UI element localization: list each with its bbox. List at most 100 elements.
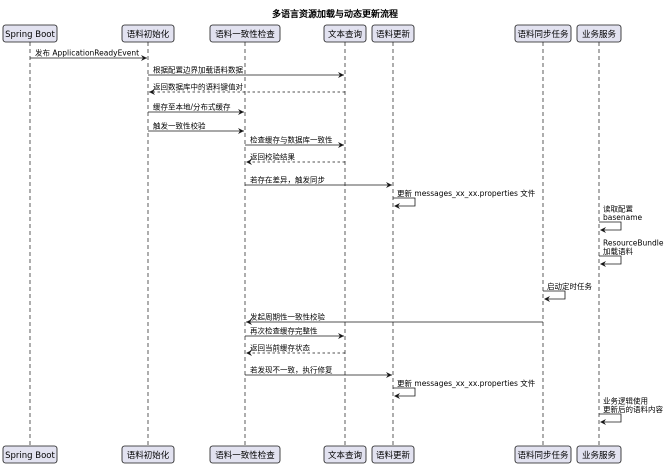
arrow-head [394, 393, 400, 399]
message-label-line: 更新 messages_xx_xx.properties 文件 [397, 378, 536, 388]
participant-label: 文本查询 [328, 450, 362, 461]
message-label: 若存在差异，触发同步 [250, 175, 325, 185]
message-label: 更新 messages_xx_xx.properties 文件 [397, 188, 536, 198]
message-label: 更新 messages_xx_xx.properties 文件 [397, 378, 536, 388]
self-call-line [599, 221, 622, 231]
participant-spring-bottom: Spring Boot [2, 445, 58, 464]
participant-spring-top: Spring Boot [2, 24, 58, 43]
arrow-head [246, 319, 252, 325]
participant-box [323, 445, 367, 464]
participant-label: 业务服务 [582, 29, 617, 40]
diagram-title: 多语言资源加载与动态更新流程 [272, 8, 398, 20]
message-9: 更新 messages_xx_xx.properties 文件 [393, 188, 536, 209]
participant-box [209, 445, 281, 464]
messages: 发布 ApplicationReadyEvent 根据配置边界加载语料数据返回数据… [30, 48, 664, 425]
participant-sync-bottom: 语料同步任务 [514, 445, 572, 464]
participant-biz-bottom: 业务服务 [576, 445, 622, 464]
arrow-head [386, 372, 392, 378]
message-label: 根据配置边界加载语料数据 [153, 65, 243, 75]
arrow-head [141, 55, 147, 61]
message-label: 检查缓存与数据库一致性 [250, 135, 333, 145]
message-label-line: 读取配置 [603, 203, 633, 213]
self-call-line [393, 197, 416, 207]
message-12: 启动定时任务 [543, 281, 592, 302]
participant-box [121, 24, 175, 43]
message-label-line: 更新 messages_xx_xx.properties 文件 [397, 188, 536, 198]
participant-label: Spring Boot [5, 451, 55, 461]
participant-box [371, 24, 415, 43]
message-5: 触发一致性校验 [148, 121, 244, 134]
participant-box [514, 24, 572, 43]
message-label: 发布 ApplicationReadyEvent [35, 48, 139, 58]
message-4: 缓存至本地/分布式缓存 [148, 102, 244, 115]
message-label: 触发一致性校验 [153, 121, 206, 131]
participant-biz-top: 业务服务 [576, 24, 622, 43]
message-label: 返回校验结果 [250, 152, 295, 162]
arrow-head [394, 203, 400, 209]
participant-label: 语料同步任务 [517, 29, 569, 40]
message-7: 返回校验结果 [246, 152, 345, 165]
participant-label: 语料初始化 [127, 450, 170, 461]
message-label: 再次检查缓存完整性 [250, 326, 318, 336]
participant-label: 语料一致性检查 [215, 450, 275, 461]
message-2: 根据配置边界加载语料数据 [148, 65, 344, 78]
participant-box [514, 445, 572, 464]
arrow-head [600, 227, 606, 233]
arrow-head [338, 333, 344, 339]
message-label-line: basename [603, 213, 643, 222]
participant-box [371, 445, 415, 464]
participant-check-bottom: 语料一致性检查 [209, 445, 281, 464]
participant-label: 文本查询 [328, 29, 362, 40]
message-label: 发起周期性一致性校验 [250, 312, 325, 322]
participant-update-bottom: 语料更新 [371, 445, 415, 464]
arrow-head [600, 419, 606, 425]
arrow-head [338, 142, 344, 148]
participant-label: 业务服务 [582, 450, 617, 461]
message-3: 返回数据库中的语料键值对 [149, 82, 345, 95]
participant-box [209, 24, 281, 43]
arrow-head [238, 128, 244, 134]
participants-top: Spring Boot 语料初始化 语料一致性检查 文本查询 语料更新 语料同步任务 业务服… [2, 24, 622, 43]
message-label: 返回数据库中的语料键值对 [153, 82, 243, 92]
participant-check-top: 语料一致性检查 [209, 24, 281, 43]
message-label: 缓存至本地/分布式缓存 [153, 102, 231, 112]
self-call-line [393, 387, 416, 397]
arrow-head [338, 72, 344, 78]
participant-init-bottom: 语料初始化 [121, 445, 175, 464]
participant-label: 语料更新 [376, 29, 411, 40]
arrow-head [600, 261, 606, 267]
arrow-head [246, 350, 252, 356]
arrow-head [544, 296, 550, 302]
message-18: 业务逻辑使用更新后的语料内容 [599, 395, 663, 425]
participant-query-bottom: 文本查询 [323, 445, 367, 464]
participant-init-top: 语料初始化 [121, 24, 175, 43]
message-label-line: 业务逻辑使用 [603, 395, 648, 405]
self-call-line [599, 413, 622, 423]
participants-bottom: Spring Boot 语料初始化 语料一致性检查 文本查询语料更新 语料同步任务业务服… [2, 445, 622, 464]
lifelines [29, 42, 600, 446]
participant-label: 语料一致性检查 [215, 29, 275, 40]
participant-box [576, 24, 622, 43]
participant-box [2, 445, 58, 464]
self-call-line [543, 290, 566, 300]
participant-box [2, 24, 58, 43]
participant-query-top: 文本查询 [323, 24, 367, 43]
message-label-line: ResourceBundle [603, 238, 664, 247]
self-call-line [599, 255, 622, 265]
message-14: 再次检查缓存完整性 [245, 326, 344, 339]
message-label: 启动定时任务 [547, 281, 592, 291]
message-1: 发布 ApplicationReadyEvent [30, 48, 147, 61]
arrow-head [386, 182, 392, 188]
message-15: 返回当前缓存状态 [246, 343, 345, 356]
participant-box [121, 445, 175, 464]
message-label-line: 加载语料 [603, 246, 633, 256]
message-label: 若发现不一致，执行修复 [250, 365, 333, 375]
participant-box [323, 24, 367, 43]
message-label: 返回当前缓存状态 [250, 343, 310, 353]
participant-sync-top: 语料同步任务 [514, 24, 572, 43]
message-label: 业务逻辑使用更新后的语料内容 [603, 395, 663, 414]
arrow-head [149, 89, 155, 95]
